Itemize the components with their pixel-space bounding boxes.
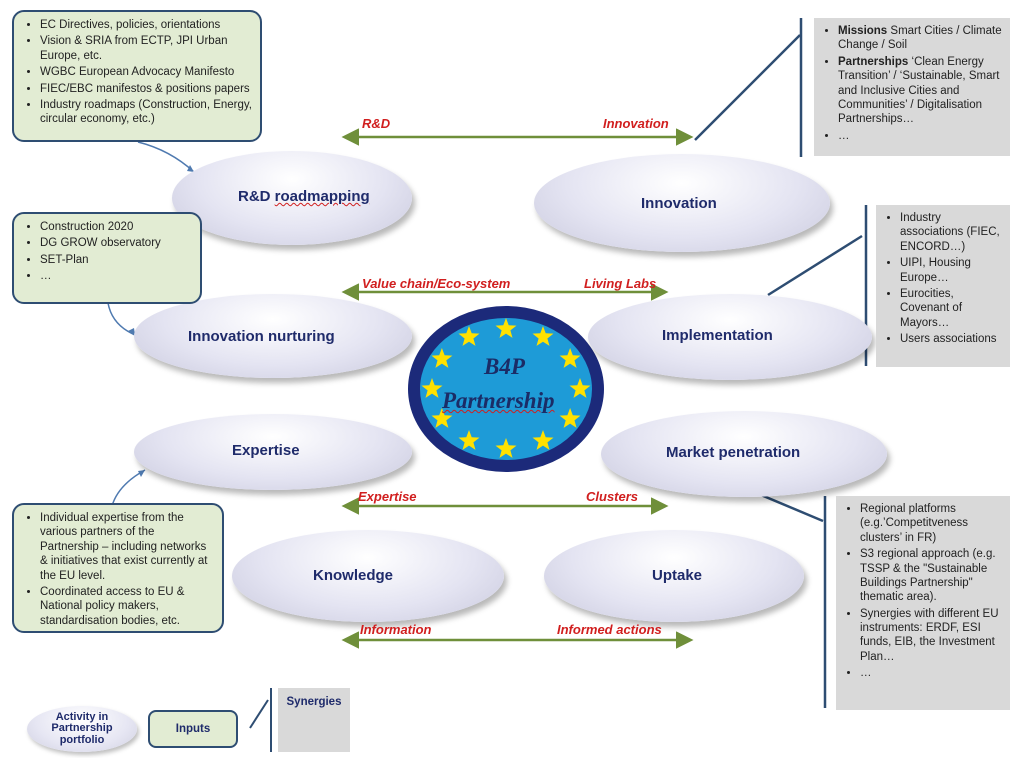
center-title-partnership: Partnership <box>442 388 555 413</box>
inputs-box-top: EC Directives, policies, orientations Vi… <box>12 10 262 142</box>
list-item: Partnerships ‘Clean Energy Transition’ /… <box>838 55 1004 127</box>
arrow-label-expertise: Expertise <box>358 489 417 504</box>
star-icon <box>458 430 480 450</box>
activity-expertise-label: Expertise <box>232 442 300 459</box>
b4p-emblem <box>408 306 604 472</box>
list-item: EC Directives, policies, orientations <box>40 18 252 32</box>
list-item: Synergies with different EU instruments:… <box>860 607 1004 665</box>
list-item: Industry roadmaps (Construction, Energy,… <box>40 98 252 127</box>
connector-synergy-middle <box>767 234 863 297</box>
connector-synergy-top <box>694 34 801 141</box>
list-item: Construction 2020 <box>40 220 192 234</box>
inputs-middle-list: Construction 2020 DG GROW observatory SE… <box>18 220 192 284</box>
list-item: Vision & SRIA from ECTP, JPI Urban Europ… <box>40 34 252 63</box>
legend-inputs-label: Inputs <box>175 723 211 735</box>
legend-synergies-label: Synergies <box>286 696 342 708</box>
star-icon <box>495 438 517 458</box>
legend-inputs: Inputs <box>148 710 238 748</box>
arrow-label-clusters: Clusters <box>586 489 639 504</box>
list-item: DG GROW observatory <box>40 236 192 250</box>
connector-input-top <box>137 141 195 173</box>
list-item: S3 regional approach (e.g. TSSP & the "S… <box>860 547 1004 605</box>
arrow-label-living-labs: Living Labs <box>584 276 657 291</box>
activity-market-penetration <box>601 411 887 497</box>
synergies-top-list: Missions Smart Cities / Climate Change /… <box>816 24 1004 143</box>
activity-expertise <box>134 414 412 490</box>
legend-activity: Activity in Partnership portfolio <box>27 706 137 752</box>
synergies-box-middle: Industry associations (FIEC, ENCORD…) UI… <box>876 205 1010 367</box>
activity-uptake-label: Uptake <box>652 567 703 584</box>
arrow-label-value-chain: Value chain/Eco-system <box>362 276 511 291</box>
activity-innovation-nurturing <box>134 294 412 378</box>
star-icon <box>458 326 480 346</box>
connector-input-bottom <box>111 469 146 507</box>
list-item: Individual expertise from the various pa… <box>40 511 214 583</box>
inputs-bottom-list: Individual expertise from the various pa… <box>18 511 214 628</box>
activity-uptake <box>544 530 804 622</box>
activity-knowledge-label: Knowledge <box>313 567 394 584</box>
list-item: WGBC European Advocacy Manifesto <box>40 65 252 79</box>
star-icon <box>421 378 443 398</box>
center-title-b4p: B4P <box>484 354 525 379</box>
synergies-middle-list: Industry associations (FIEC, ENCORD…) UI… <box>878 211 1004 346</box>
synergies-box-bottom: Regional platforms (e.g.’Competitveness … <box>836 496 1010 710</box>
activity-implementation <box>588 294 872 380</box>
list-item: SET-Plan <box>40 253 192 267</box>
list-item: Coordinated access to EU & National poli… <box>40 585 214 628</box>
star-icon <box>569 378 591 398</box>
arrow-label-informed-actions: Informed actions <box>557 622 662 637</box>
arrow-label-information: Information <box>360 622 432 637</box>
synergies-box-top: Missions Smart Cities / Climate Change /… <box>814 18 1010 156</box>
list-item: … <box>40 269 192 283</box>
star-icon <box>559 348 581 368</box>
star-icon <box>559 408 581 428</box>
activity-implementation-label: Implementation <box>662 327 773 344</box>
star-icon <box>495 318 517 338</box>
activity-innovation <box>534 154 830 252</box>
activity-rd-roadmapping <box>172 151 412 245</box>
list-item: UIPI, Housing Europe… <box>900 256 1004 285</box>
inputs-box-bottom: Individual expertise from the various pa… <box>12 503 224 633</box>
list-item: Eurocities, Covenant of Mayors… <box>900 287 1004 330</box>
star-icon <box>431 348 453 368</box>
list-item: Regional platforms (e.g.’Competitveness … <box>860 502 1004 545</box>
legend-connector <box>249 699 269 729</box>
activity-knowledge <box>232 530 504 622</box>
activity-innovation-label: Innovation <box>641 195 717 212</box>
star-icon <box>532 326 554 346</box>
star-icon <box>532 430 554 450</box>
connector-input-middle <box>107 302 136 336</box>
list-item: FIEC/EBC manifestos & positions papers <box>40 82 252 96</box>
list-item: Missions Smart Cities / Climate Change /… <box>838 24 1004 53</box>
arrow-label-innovation: Innovation <box>603 116 669 131</box>
inputs-top-list: EC Directives, policies, orientations Vi… <box>18 18 252 127</box>
activity-innovation-nurturing-label: Innovation nurturing <box>188 328 335 345</box>
list-item: Industry associations (FIEC, ENCORD…) <box>900 211 1004 254</box>
list-item: Users associations <box>900 332 1004 346</box>
legend-activity-label: Activity in Partnership portfolio <box>51 710 113 746</box>
synergies-bottom-list: Regional platforms (e.g.’Competitveness … <box>838 502 1004 681</box>
activity-rd-roadmapping-label: R&D roadmapping <box>238 188 370 205</box>
activity-market-penetration-label: Market penetration <box>666 444 801 461</box>
list-item: … <box>838 129 1004 143</box>
star-icon <box>431 408 453 428</box>
list-item: … <box>860 666 1004 680</box>
inputs-box-middle: Construction 2020 DG GROW observatory SE… <box>12 212 202 304</box>
arrow-label-rd: R&D <box>362 116 391 131</box>
legend-synergies: Synergies <box>278 688 350 752</box>
